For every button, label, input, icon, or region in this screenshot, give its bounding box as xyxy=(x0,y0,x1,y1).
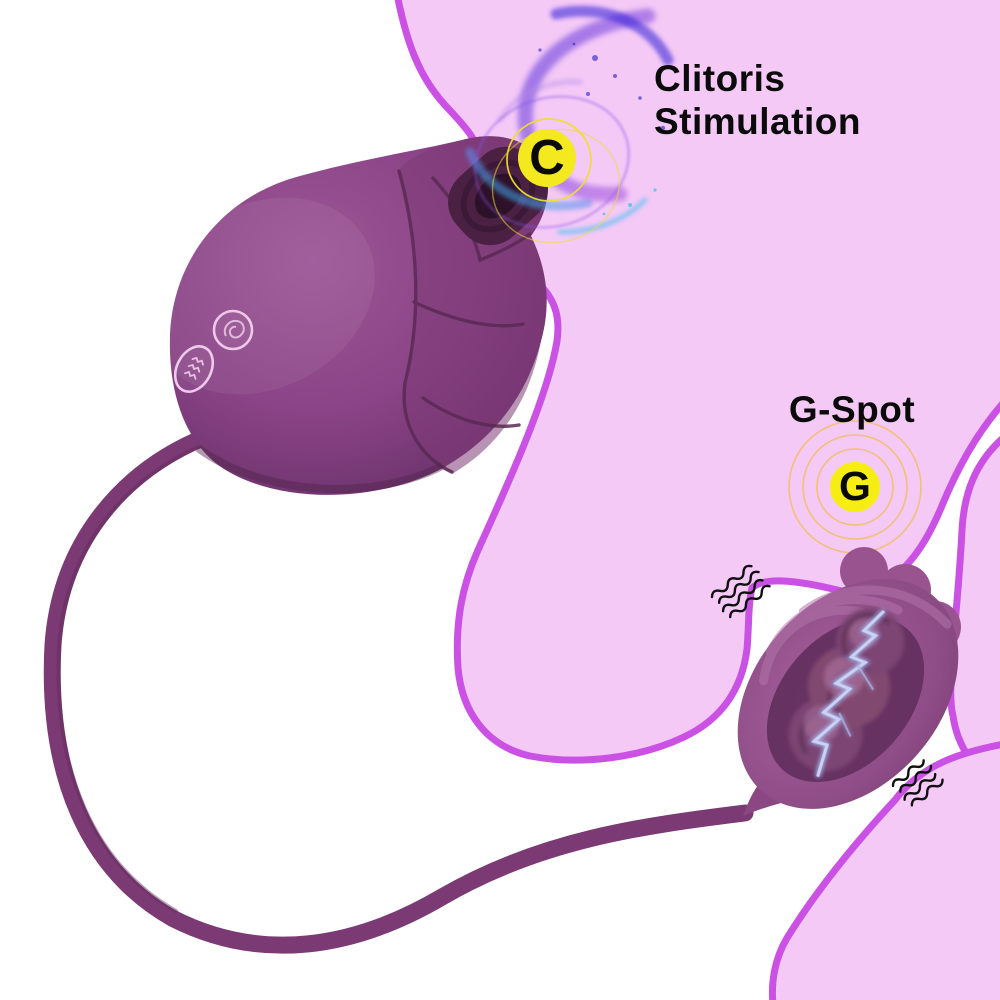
gspot-label: G-Spot xyxy=(788,389,916,430)
rose-petal-crevices xyxy=(397,169,532,474)
c-marker-letter: C xyxy=(529,131,565,185)
c-marker-disc xyxy=(518,129,576,187)
g-marker-letter: G xyxy=(839,462,871,509)
vibration-squiggle-icon-lower xyxy=(891,759,944,807)
vibration-squiggle-icon-upper xyxy=(710,564,771,619)
background-blob-right-crescent xyxy=(947,436,1000,793)
swirl-speckles xyxy=(538,42,666,131)
g-marker-disc xyxy=(830,462,880,512)
rose-bulb-sheen xyxy=(149,197,375,395)
swirl-speckles-cyan xyxy=(602,188,657,216)
lightning-energy xyxy=(806,608,887,778)
background-blob-bottom-right xyxy=(768,741,1000,1000)
vibration-waves-icon xyxy=(184,356,204,380)
vibration-mode-button xyxy=(173,345,215,393)
suction-swirl-icon xyxy=(223,319,245,339)
suction-ripple-effect xyxy=(465,5,674,235)
connecting-cord xyxy=(43,428,754,954)
suction-mode-button xyxy=(212,309,254,351)
cord-shading xyxy=(56,442,207,913)
rose-bottom-shadow xyxy=(195,444,444,493)
clitoris-stimulation-label: Clitoris Stimulation xyxy=(654,58,861,142)
egg-petal-rims xyxy=(759,585,952,686)
vibrating-egg-bud xyxy=(737,547,961,816)
rose-suction-head xyxy=(149,136,548,495)
